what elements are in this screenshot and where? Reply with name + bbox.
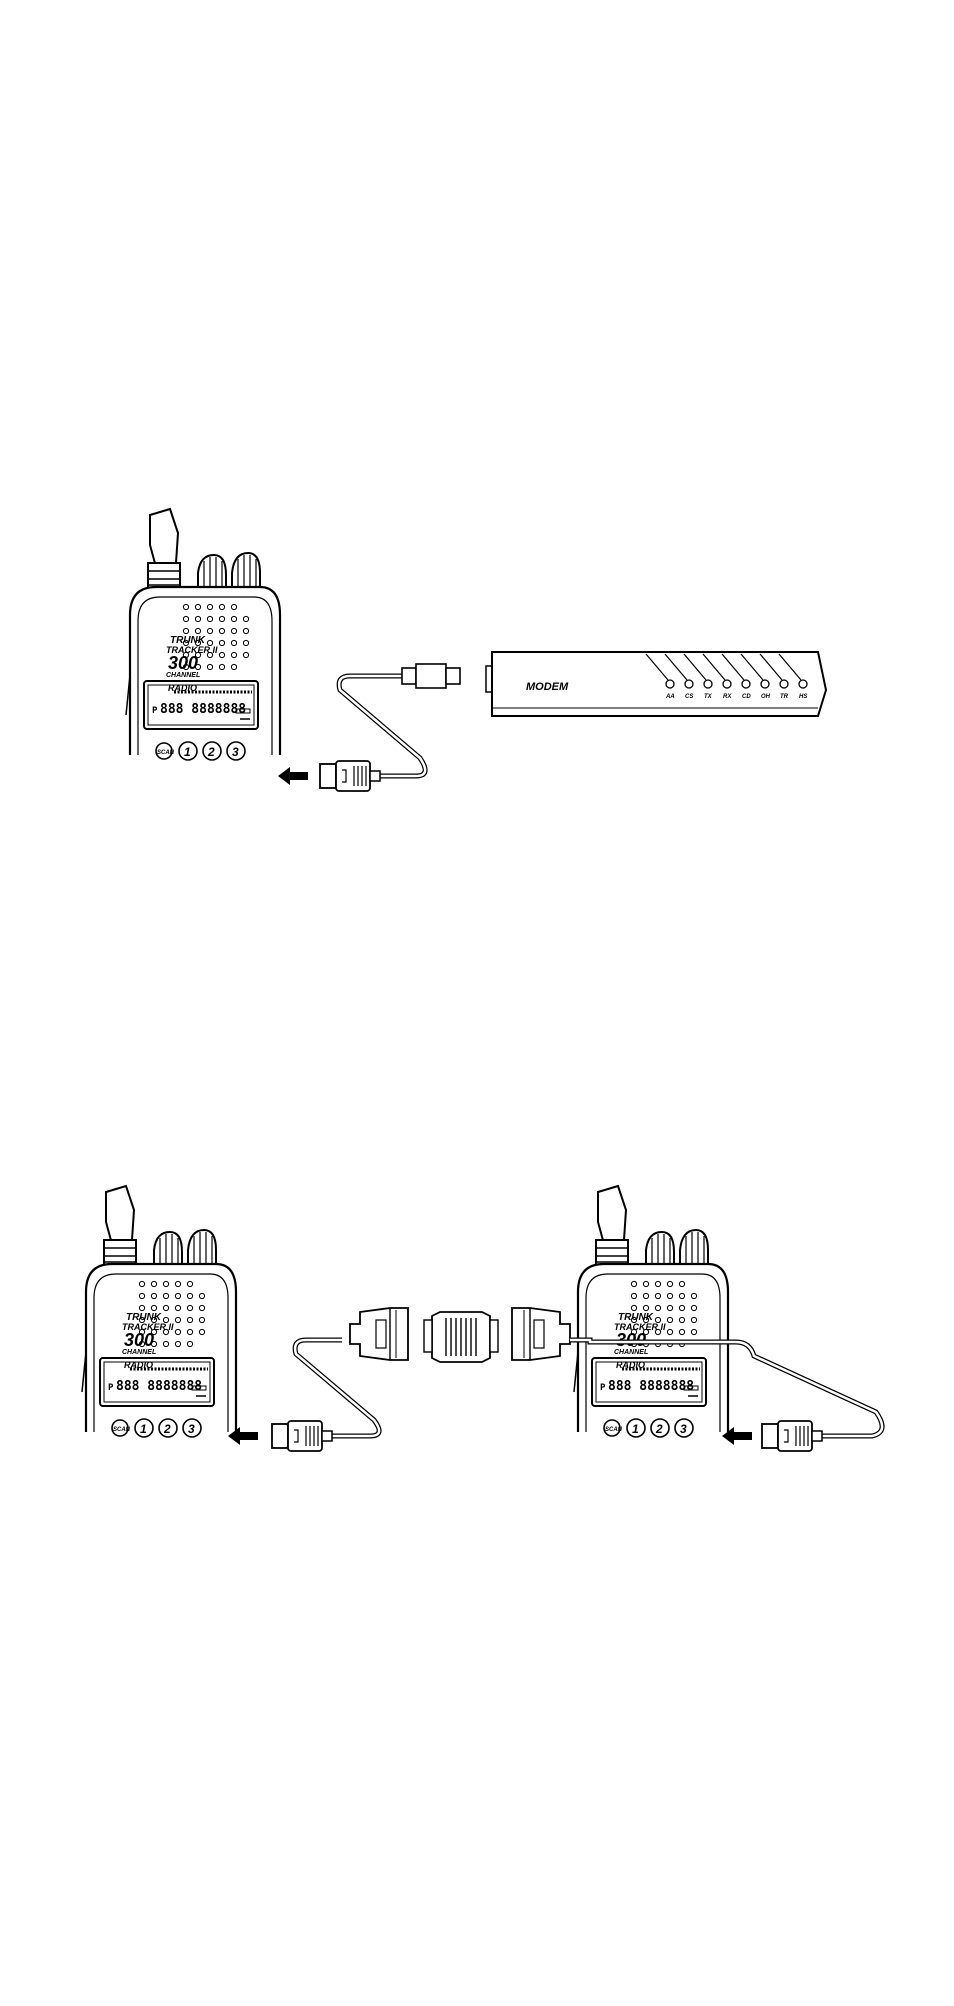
button-1-label: 1 [632, 1422, 639, 1436]
scanner-unit-left: TRUNK TRACKER II 300 CHANNEL RADIO P 888… [80, 1184, 238, 1439]
db9-connector-left [349, 1307, 409, 1361]
scanner-to-scanner-diagram: TRUNK TRACKER II 300 CHANNEL RADIO P 888… [80, 1184, 885, 1452]
scanner-brand-1: TRUNK [618, 1312, 654, 1323]
scanner-channel-word: CHANNEL [614, 1349, 648, 1356]
button-3-label: 3 [188, 1422, 195, 1436]
db9-connector-right [511, 1307, 571, 1361]
scanner-unit-top: TRUNK TRACKER II 300 CHANNEL RADIO P 888… [124, 507, 282, 762]
scanner-display-text: 888 8888888 [160, 702, 246, 717]
button-2-label: 2 [163, 1422, 171, 1436]
scanner-display-prefix: P [108, 1383, 114, 1393]
modem-unit: MODEM AA CS TX RX CD OH TR HS [485, 651, 828, 717]
led-oh: OH [761, 694, 771, 700]
button-3-label: 3 [680, 1422, 687, 1436]
led-hs: HS [799, 694, 807, 700]
led-tr: TR [780, 694, 789, 700]
scanner-channels: 300 [168, 653, 198, 673]
scanner-brand-2: TRACKER II [614, 1322, 666, 1332]
scanner-channels: 300 [124, 1330, 154, 1350]
scan-button-label: SCAN [157, 750, 175, 756]
led-cd: CD [742, 694, 751, 700]
scan-button-label: SCAN [605, 1427, 623, 1433]
scanner-unit-right: TRUNK TRACKER II 300 CHANNEL RADIO P 888… [572, 1184, 730, 1439]
scanner-radio-word: RADIO [124, 1360, 153, 1370]
modem-label: MODEM [526, 681, 569, 693]
scanner-radio-word: RADIO [168, 683, 197, 693]
button-1-label: 1 [184, 745, 191, 759]
led-aa: AA [665, 694, 675, 700]
scanner-channel-word: CHANNEL [122, 1349, 156, 1356]
button-2-label: 2 [655, 1422, 663, 1436]
cable-plug-left [271, 1420, 333, 1452]
scanner-brand-1: TRUNK [126, 1312, 162, 1323]
scan-button-label: SCAN [113, 1427, 131, 1433]
gender-changer-adapter [423, 1311, 499, 1363]
scanner-brand-2: TRACKER II [122, 1322, 174, 1332]
scanner-brand-2: TRACKER II [166, 645, 218, 655]
scanner-display-text: 888 8888888 [608, 1379, 694, 1394]
led-tx: TX [704, 694, 713, 700]
button-2-label: 2 [207, 745, 215, 759]
scanner-to-modem-diagram: TRUNK TRACKER II 300 CHANNEL RADIO P 888… [124, 507, 828, 792]
modem-plug [401, 663, 461, 689]
cable-plug-top [319, 760, 381, 792]
scanner-display-prefix: P [152, 706, 158, 716]
scanner-display-prefix: P [600, 1383, 606, 1393]
button-3-label: 3 [232, 745, 239, 759]
scanner-radio-word: RADIO [616, 1360, 645, 1370]
arrow-left-icon [278, 767, 308, 785]
led-cs: CS [685, 694, 693, 700]
cable-plug-right [761, 1420, 823, 1452]
scanner-channel-word: CHANNEL [166, 672, 200, 679]
scanner-display-text: 888 8888888 [116, 1379, 202, 1394]
scanner-brand-1: TRUNK [170, 635, 206, 646]
led-rx: RX [723, 694, 732, 700]
button-1-label: 1 [140, 1422, 147, 1436]
